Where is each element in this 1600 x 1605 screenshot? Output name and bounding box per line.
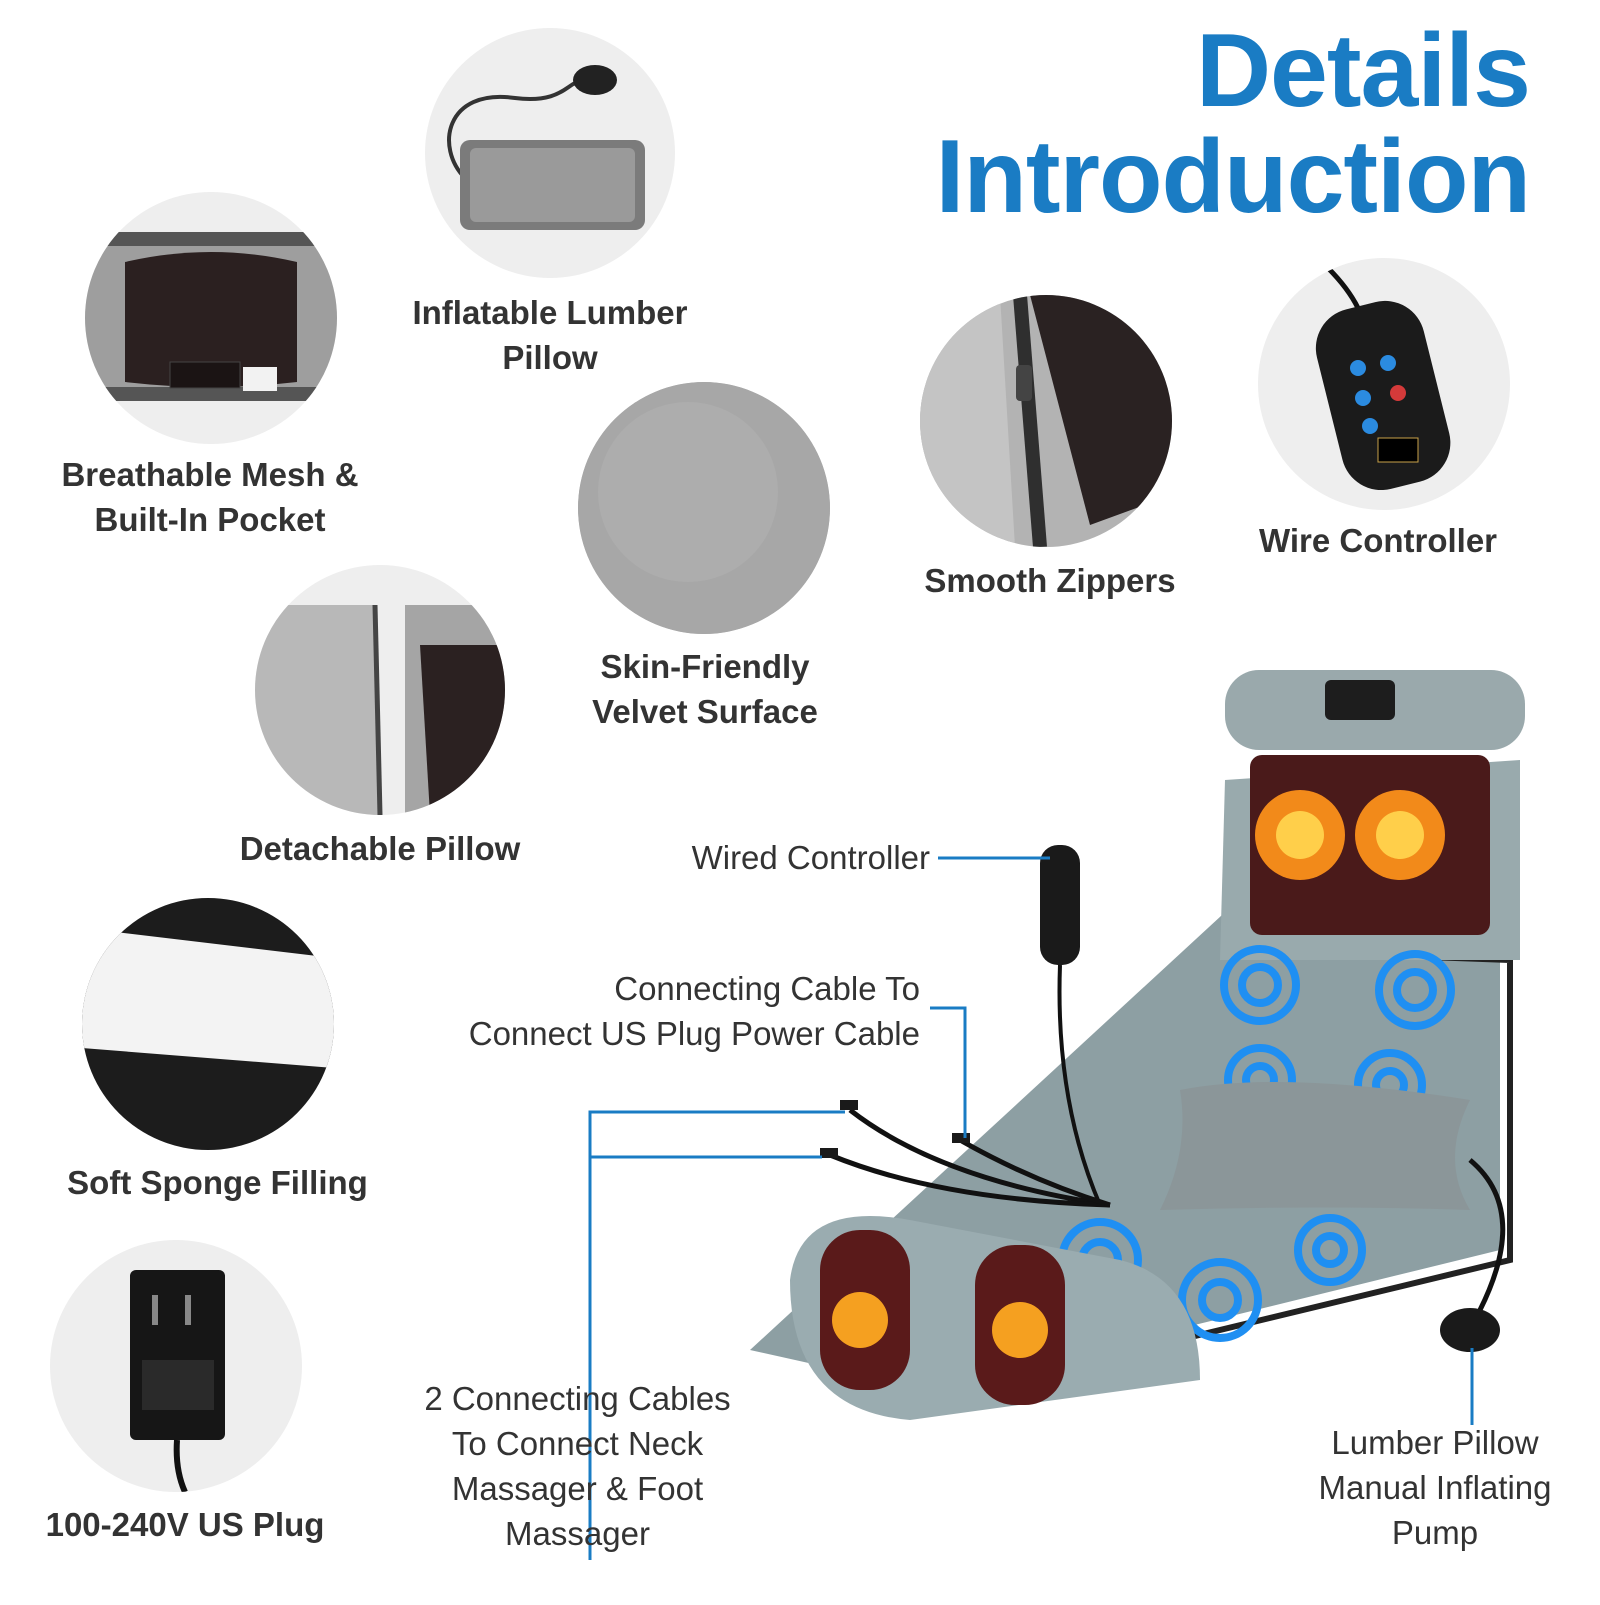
feature-caption-sponge-filling: Soft Sponge Filling bbox=[67, 1164, 368, 1201]
sponge-filling-icon bbox=[82, 898, 334, 1150]
lumbar-pillow bbox=[1160, 1082, 1470, 1210]
callout-leader-lines bbox=[588, 856, 1474, 1560]
title-line-1: Details bbox=[1195, 13, 1531, 129]
feature-caption-wire-controller: Wire Controller bbox=[1258, 522, 1498, 559]
feature-caption-zippers: Smooth Zippers bbox=[924, 562, 1176, 599]
callout-inflating-pump: Lumber Pillow Manual Inflating Pump bbox=[1318, 1424, 1552, 1551]
detachable-pillow-icon bbox=[255, 565, 505, 815]
zipper-icon bbox=[920, 295, 1172, 547]
feature-caption-us-plug: 100-240V US Plug bbox=[45, 1506, 325, 1543]
mesh-pocket-icon bbox=[85, 192, 337, 444]
feature-caption-velvet-surface: Skin-Friendly Velvet Surface bbox=[592, 648, 818, 730]
connecting-cables bbox=[829, 1108, 1111, 1208]
power-adapter-icon bbox=[50, 1240, 302, 1492]
feature-caption-mesh-pocket: Breathable Mesh & Built-In Pocket bbox=[61, 456, 359, 538]
title-line-2: Introduction bbox=[935, 119, 1531, 235]
page-title: Details Introduction bbox=[935, 13, 1531, 235]
callout-wired-controller: Wired Controller bbox=[691, 839, 930, 876]
inflating-pump bbox=[1440, 1308, 1500, 1352]
massager-product-illustration bbox=[560, 660, 1600, 1600]
feature-caption-detachable-pillow: Detachable Pillow bbox=[239, 830, 521, 867]
heated-massage-nodes bbox=[1255, 790, 1445, 880]
callout-two-connecting-cables: 2 Connecting Cables To Connect Neck Mass… bbox=[424, 1380, 731, 1552]
velvet-fabric-icon bbox=[578, 382, 830, 634]
remote-controller-icon bbox=[1258, 258, 1510, 510]
wired-controller-device bbox=[1040, 845, 1080, 965]
inflatable-pillow-icon bbox=[425, 28, 675, 278]
callout-connecting-cable: Connecting Cable To Connect US Plug Powe… bbox=[468, 970, 920, 1052]
feature-caption-inflatable-pillow: Inflatable Lumber Pillow bbox=[412, 294, 688, 376]
